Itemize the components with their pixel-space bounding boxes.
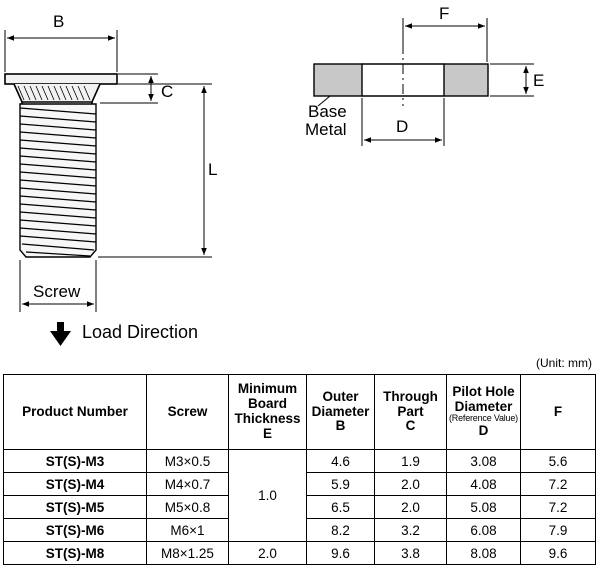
cell-product: ST(S)-M4	[3, 472, 147, 496]
table-row: ST(S)-M6 M6×1 8.2 3.2 6.08 7.9	[3, 518, 596, 542]
cell-min-thickness: 1.0	[228, 449, 307, 542]
label-b: B	[53, 12, 65, 31]
cell-through-part: 3.2	[374, 518, 447, 542]
cell-f: 7.2	[520, 495, 596, 519]
label-c: C	[161, 82, 174, 101]
label-f: F	[439, 4, 450, 23]
header-pilot-hole-diameter: Pilot Hole Diameter (Reference Value) D	[446, 374, 521, 450]
cell-through-part: 2.0	[374, 472, 447, 496]
thread-lines	[19, 107, 97, 257]
header-outer-diameter: Outer Diameter B	[306, 374, 375, 450]
cell-screw: M5×0.8	[146, 495, 229, 519]
cell-pilot-hole: 5.08	[446, 495, 521, 519]
cell-screw: M8×1.25	[146, 541, 229, 565]
cell-f: 5.6	[520, 449, 596, 473]
table-header-row: Product Number Screw Minimum Board Thick…	[3, 374, 596, 450]
label-d: D	[396, 117, 409, 136]
header-f: F	[520, 374, 596, 450]
header-through-part: Through Part C	[374, 374, 447, 450]
spec-table: Product Number Screw Minimum Board Thick…	[3, 374, 596, 565]
dimension-screw	[19, 260, 97, 312]
dimension-d	[361, 98, 445, 146]
label-l: L	[208, 160, 218, 179]
dimension-c	[100, 73, 158, 104]
table-row: ST(S)-M8 M8×1.25 2.0 9.6 3.8 8.08 9.6	[3, 541, 596, 565]
cell-screw: M4×0.7	[146, 472, 229, 496]
cell-through-part: 3.8	[374, 541, 447, 565]
cell-product: ST(S)-M5	[3, 495, 147, 519]
threaded-shank	[19, 103, 97, 258]
table-row: ST(S)-M5 M5×0.8 6.5 2.0 5.08 7.2	[3, 495, 596, 519]
header-min-board-thickness: Minimum Board Thickness E	[228, 374, 307, 450]
cell-outer-diameter: 4.6	[306, 449, 375, 473]
dimension-e	[490, 63, 534, 97]
cell-through-part: 2.0	[374, 495, 447, 519]
cell-min-thickness: 2.0	[228, 541, 307, 565]
base-metal-leader	[317, 95, 331, 107]
unit-note: (Unit: mm)	[536, 356, 592, 370]
label-metal: Metal	[305, 120, 347, 139]
base-metal-section	[313, 63, 489, 97]
cell-f: 9.6	[520, 541, 596, 565]
table-row: ST(S)-M3 M3×0.5 1.0 4.6 1.9 3.08 5.6	[3, 449, 596, 542]
cell-product: ST(S)-M8	[3, 541, 147, 565]
table-row: ST(S)-M4 M4×0.7 5.9 2.0 4.08 7.2	[3, 472, 596, 496]
label-e: E	[533, 71, 545, 90]
label-screw: Screw	[33, 282, 81, 301]
cell-f: 7.2	[520, 472, 596, 496]
cell-pilot-hole: 3.08	[446, 449, 521, 473]
dimension-b	[4, 30, 118, 72]
dimension-f	[402, 18, 488, 62]
cell-outer-diameter: 6.5	[306, 495, 375, 519]
knurl-pattern	[17, 85, 91, 101]
cell-outer-diameter: 9.6	[306, 541, 375, 565]
technical-drawing	[4, 18, 534, 346]
cell-pilot-hole: 4.08	[446, 472, 521, 496]
cell-pilot-hole: 6.08	[446, 518, 521, 542]
load-direction: Load Direction	[52, 322, 198, 343]
header-product-number: Product Number	[3, 374, 147, 450]
cell-outer-diameter: 5.9	[306, 472, 375, 496]
cell-f: 7.9	[520, 518, 596, 542]
load-direction-label: Load Direction	[82, 322, 199, 342]
cell-product: ST(S)-M6	[3, 518, 147, 542]
cell-pilot-hole: 8.08	[446, 541, 521, 565]
cell-screw: M3×0.5	[146, 449, 229, 473]
cell-product: ST(S)-M3	[3, 449, 147, 473]
header-screw: Screw	[146, 374, 229, 450]
label-base: Base	[308, 102, 347, 121]
down-arrow-icon	[50, 322, 71, 346]
cell-screw: M6×1	[146, 518, 229, 542]
dimension-l	[98, 83, 212, 258]
cell-through-part: 1.9	[374, 449, 447, 473]
cell-outer-diameter: 8.2	[306, 518, 375, 542]
